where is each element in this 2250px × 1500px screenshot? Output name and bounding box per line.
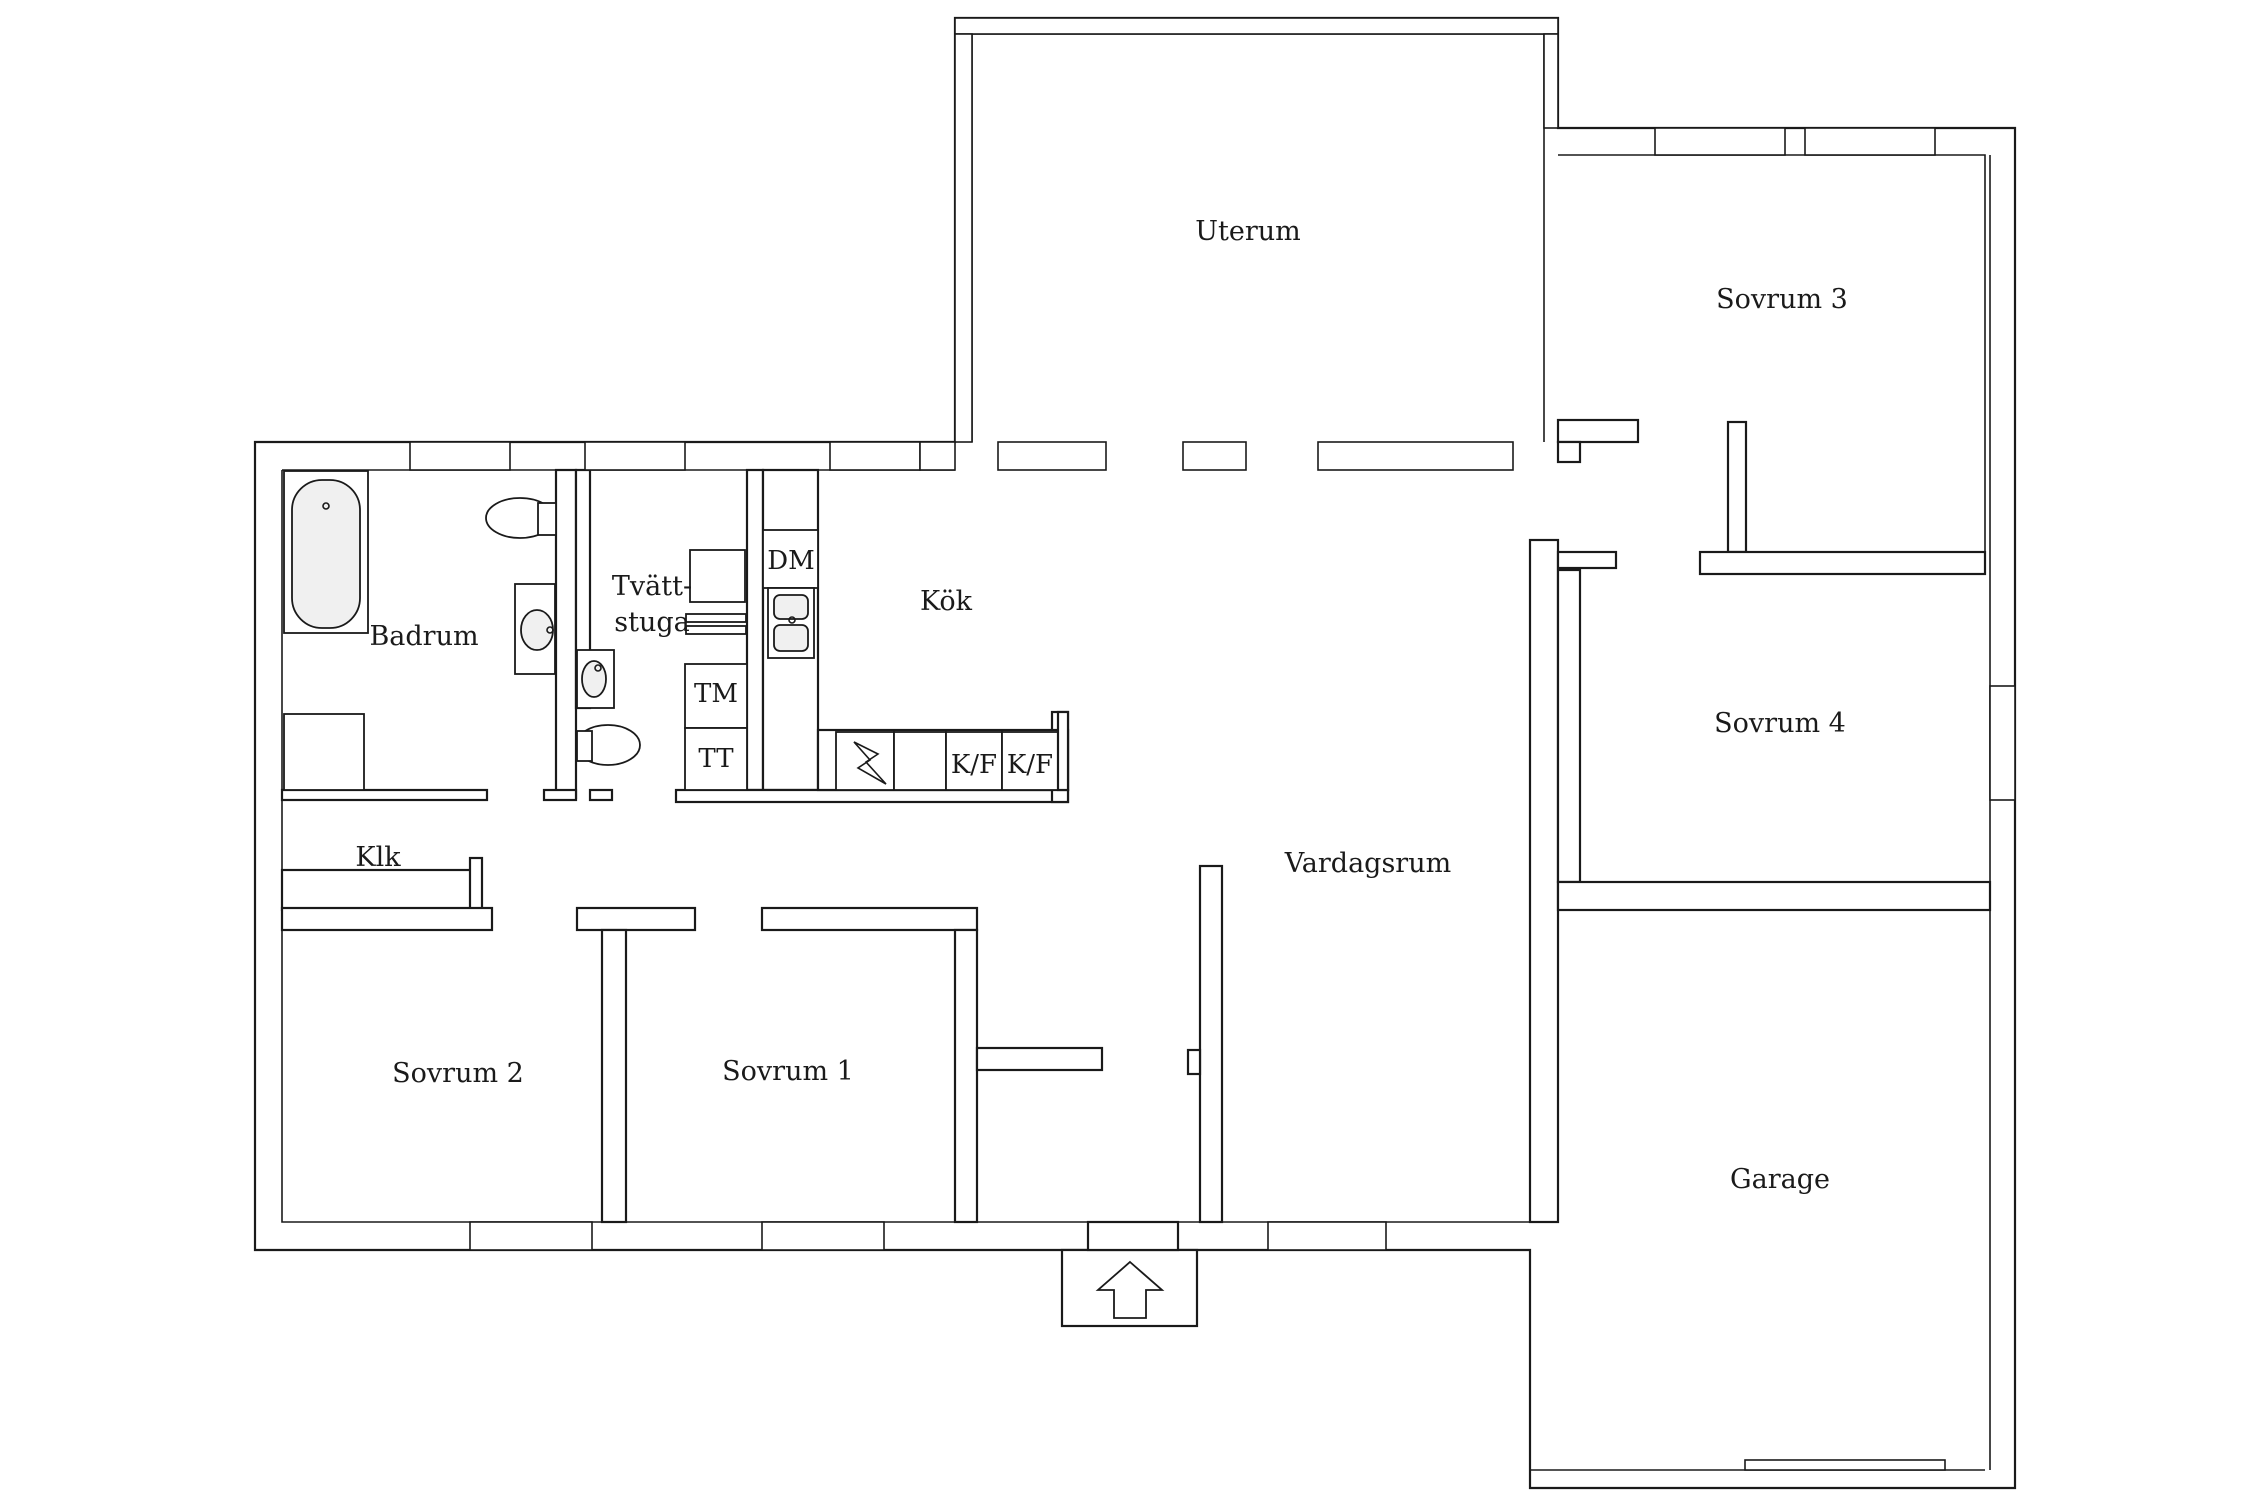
stove-box [835, 731, 895, 791]
label-sovrum1: Sovrum 1 [722, 1056, 854, 1087]
laundry-fixtures [575, 549, 748, 791]
label-tvatt-line2: stuga [614, 607, 689, 638]
kitchen-fixtures [762, 529, 1070, 792]
lightning-icon [853, 741, 887, 785]
uterum-windows [954, 17, 1559, 443]
tm-box [684, 663, 748, 729]
room-labels: Uterum Sovrum 3 Badrum Tvätt- stuga Kök … [355, 216, 1847, 1195]
label-uterum: Uterum [1195, 216, 1300, 247]
bathroom-fixtures [283, 470, 557, 791]
kf-box-2 [1001, 731, 1059, 791]
up-arrow-icon [1095, 1260, 1165, 1319]
label-tvatt-line1: Tvätt- [612, 571, 692, 602]
windows [409, 127, 1946, 1471]
label-kf-2: K/F [1007, 750, 1053, 780]
entrance [1060, 1220, 1199, 1328]
label-vardagsrum: Vardagsrum [1284, 848, 1451, 879]
label-dm: DM [767, 546, 814, 576]
dm-box [762, 529, 819, 589]
tt-box [684, 727, 748, 791]
label-badrum: Badrum [369, 621, 478, 652]
label-sovrum3: Sovrum 3 [1716, 284, 1848, 315]
label-sovrum2: Sovrum 2 [392, 1058, 524, 1089]
label-klk: Klk [355, 842, 401, 873]
label-garage: Garage [1730, 1164, 1830, 1195]
label-sovrum4: Sovrum 4 [1714, 708, 1846, 739]
label-kok: Kök [920, 586, 973, 617]
label-tm: TM [694, 679, 738, 709]
appliance-labels: DM TM TT K/F K/F [694, 546, 1053, 780]
label-tt: TT [698, 744, 734, 774]
label-kf-1: K/F [951, 750, 997, 780]
